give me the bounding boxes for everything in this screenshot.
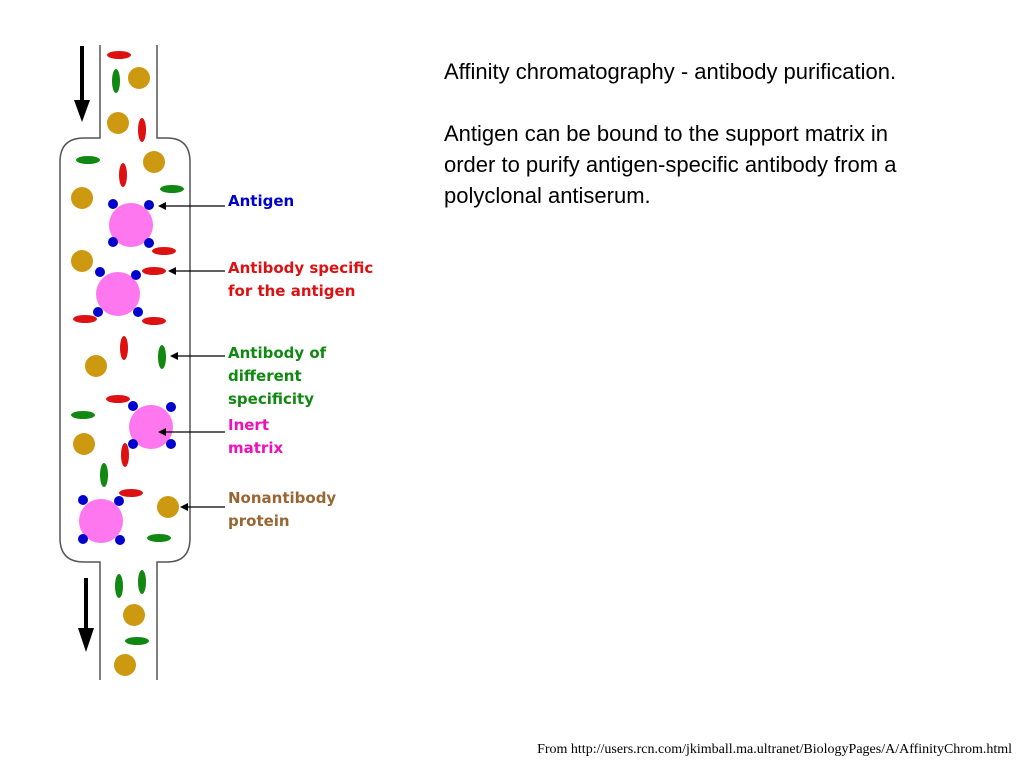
slide-body-line: Antigen can be bound to the support matr…	[444, 121, 888, 146]
slide-body: Antigen can be bound to the support matr…	[444, 118, 1004, 211]
down-arrow-icon-bottom	[78, 578, 94, 652]
label-nonantibody-protein: Nonantibody protein	[228, 489, 341, 530]
inert-matrix-beads	[79, 203, 173, 543]
antigen-dots	[78, 199, 176, 545]
label-inert-matrix: Inert matrix	[228, 416, 283, 457]
leader-lines	[158, 202, 225, 511]
paragraph-gap	[444, 87, 1004, 118]
slide-body-line: polyclonal antiserum.	[444, 183, 651, 208]
label-specific-antibody: Antibody specific for the antigen	[228, 259, 379, 300]
affinity-column-diagram: Antigen Antibody specific for the antige…	[59, 45, 379, 680]
down-arrow-icon-top	[74, 46, 90, 122]
label-antigen: Antigen	[228, 192, 294, 210]
slide-title: Affinity chromatography - antibody purif…	[444, 59, 897, 84]
nonantibody-proteins	[71, 67, 179, 676]
label-other-antibody: Antibody of different specificity	[228, 344, 331, 408]
specific-antibodies	[73, 51, 176, 497]
source-citation: From http://users.rcn.com/jkimball.ma.ul…	[537, 742, 1012, 757]
other-antibodies	[71, 69, 184, 645]
slide-body-line: order to purify antigen-specific antibod…	[444, 152, 897, 177]
column-outline	[59, 45, 191, 680]
slide-text: Affinity chromatography - antibody purif…	[444, 56, 1004, 211]
